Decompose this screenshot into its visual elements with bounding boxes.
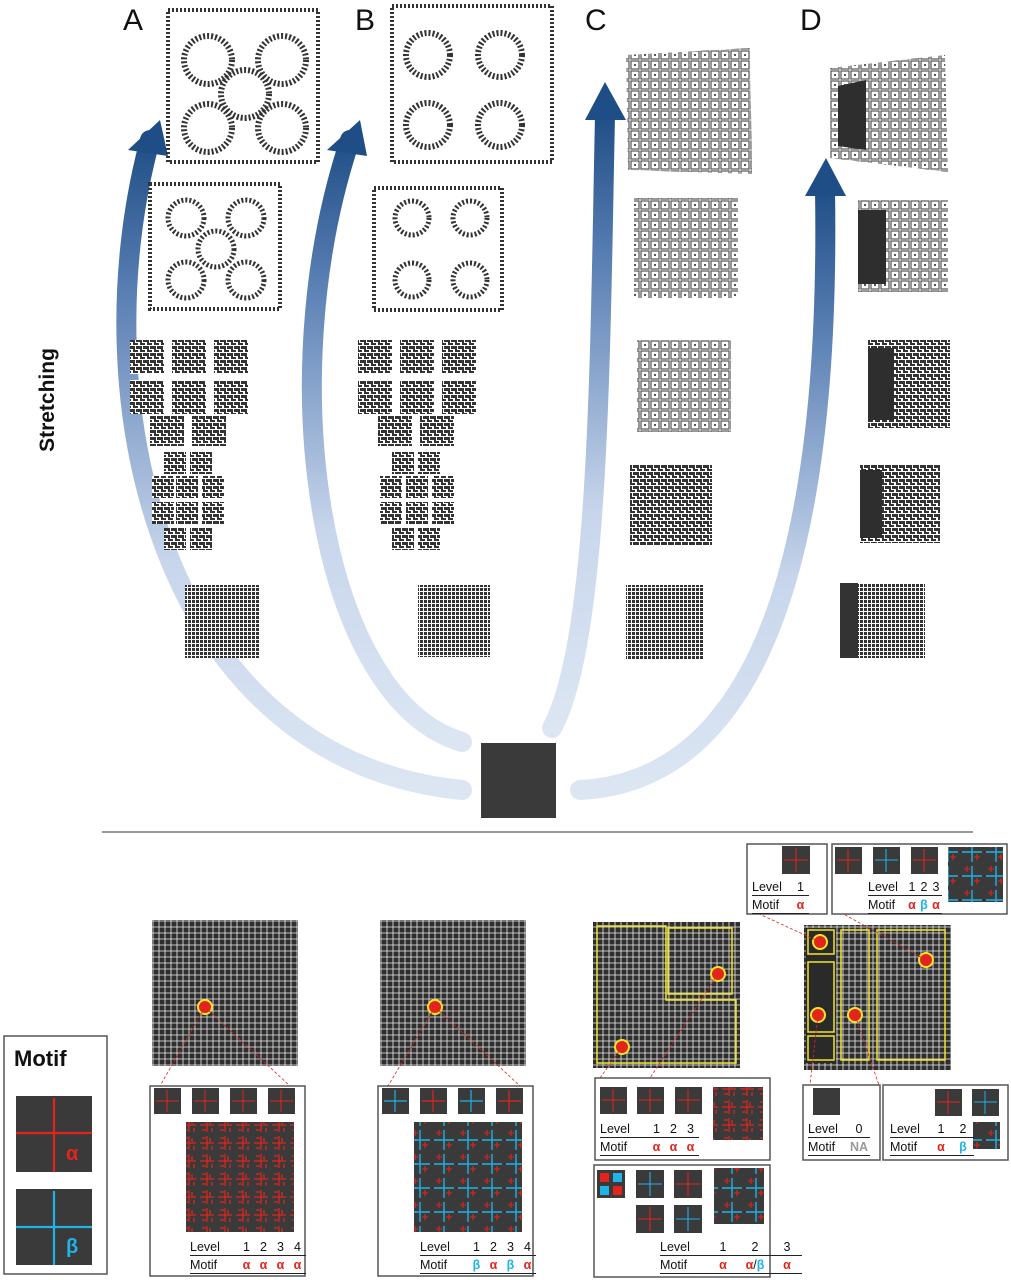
arrow-b xyxy=(301,130,472,752)
beta-symbol: β xyxy=(66,1236,79,1258)
bottom-c xyxy=(593,922,771,1278)
column-b-lattices xyxy=(358,4,554,657)
initial-square xyxy=(481,743,556,818)
panel-letter-c: C xyxy=(585,4,607,37)
column-c-lattices xyxy=(626,48,752,660)
arrow-heads xyxy=(128,82,846,196)
stretching-label: Stretching xyxy=(36,348,59,452)
motif-legend xyxy=(3,1035,108,1275)
arrow-a xyxy=(116,130,472,800)
bottom-d xyxy=(746,843,1009,1161)
column-d-lattices xyxy=(830,55,950,658)
panel-letter-d: D xyxy=(800,4,822,37)
arrow-d xyxy=(570,180,836,800)
alpha-symbol: α xyxy=(66,1143,79,1165)
motif-title: Motif xyxy=(14,1046,67,1071)
column-a-lattices xyxy=(130,8,320,658)
stretching-arrows xyxy=(116,105,836,800)
arrow-c xyxy=(542,105,615,738)
bottom-a xyxy=(149,920,306,1277)
panel-letter-a: A xyxy=(123,4,144,37)
bottom-b xyxy=(377,920,534,1277)
panel-letter-b: B xyxy=(355,4,376,37)
